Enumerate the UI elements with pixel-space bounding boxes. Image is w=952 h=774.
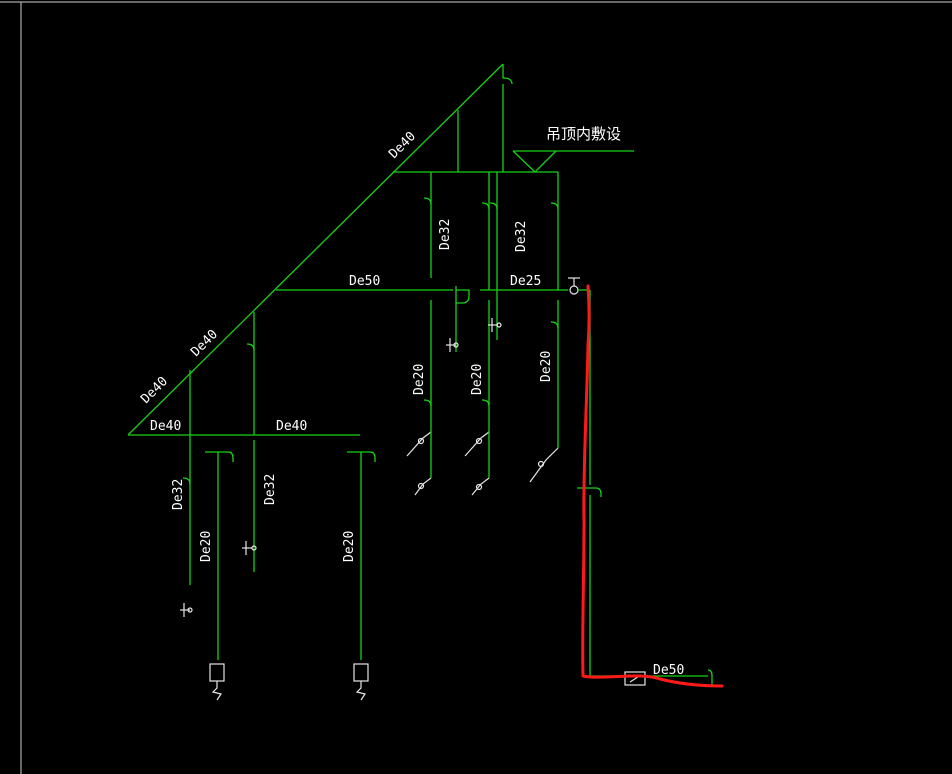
- pipe-label-vert-de32-a: De32: [438, 219, 453, 250]
- pipe-label-de50: De50: [349, 274, 380, 289]
- ceiling-note-label: 吊顶内敷设: [546, 125, 621, 143]
- pipe-label-lower-b: De40: [276, 419, 307, 434]
- cleanout-icon: [624, 671, 646, 686]
- red-markup-line: [581, 284, 724, 688]
- faucet-icon: [242, 541, 257, 555]
- gate-valve-icon: [569, 285, 579, 295]
- ceiling-note-leader: [512, 150, 634, 173]
- faucet-icon: [488, 318, 502, 332]
- de50-horizontal-branch: [276, 286, 470, 305]
- pipe-label-lower-de20-b: De20: [342, 531, 357, 562]
- pipe-label-vert-de20-c: De20: [539, 351, 554, 382]
- pipe-label-vert-de32-b: De32: [514, 221, 529, 252]
- pipe-label-lower-de32-b: De32: [263, 474, 278, 505]
- toilet-icon: [209, 663, 225, 701]
- upper-verticals: [423, 172, 559, 290]
- pipe-size-labels: De40 De40 De40 De50 De25 De40 De40 De32 …: [138, 129, 684, 678]
- upper-horizontal-branch: [393, 84, 558, 173]
- faucet-icon: [446, 338, 459, 352]
- pipe-label-vert-de20-b: De20: [470, 364, 485, 395]
- fixture-group-upper: [406, 431, 559, 496]
- main-diagonal-pipe: [127, 63, 513, 436]
- toilet-icon: [353, 663, 369, 701]
- lower-horizontal-branch: [128, 312, 360, 436]
- right-drain-riser: [577, 290, 720, 687]
- pipe-label-lower-de20-a: De20: [199, 531, 214, 562]
- pipe-label-de25: De25: [510, 274, 541, 289]
- pipe-label-lower-de32-a: De32: [171, 479, 186, 510]
- pipe-label-diag-mid: De40: [188, 327, 221, 360]
- lower-verticals: [180, 435, 376, 660]
- pipe-label-diag-top: De40: [386, 129, 419, 162]
- pipe-label-lower-a: De40: [150, 419, 181, 434]
- pipe-label-vert-de20-a: De20: [412, 364, 427, 395]
- mid-verticals: [423, 290, 559, 448]
- faucet-icon: [180, 603, 193, 617]
- pipe-label-diag-low: De40: [138, 374, 171, 407]
- pipe-label-bottom-de50: De50: [653, 663, 684, 678]
